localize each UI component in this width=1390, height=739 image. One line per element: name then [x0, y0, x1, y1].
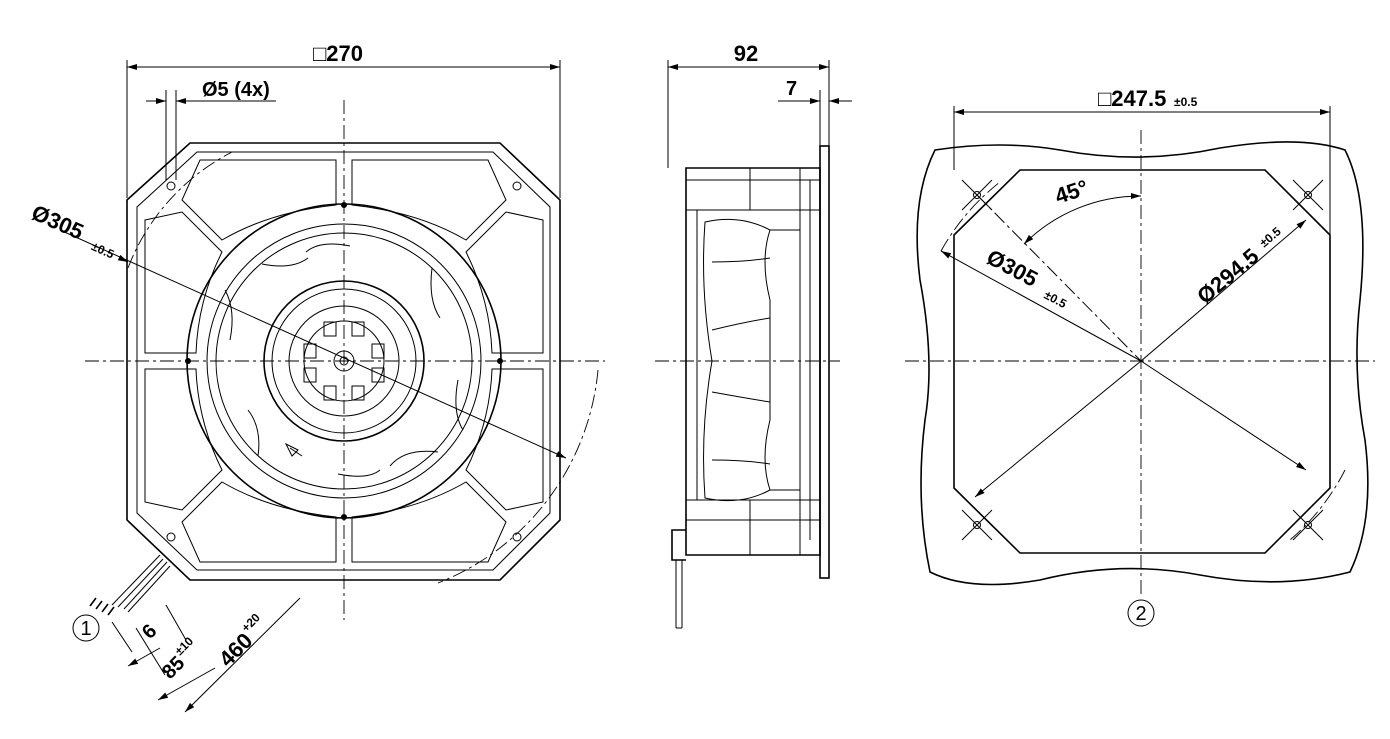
dim-line-6 [127, 647, 161, 667]
impeller-inner-ring [215, 232, 473, 490]
side-impeller [703, 218, 771, 502]
callout-2-circle [1127, 599, 1155, 627]
dim-cable-length: 460 [214, 628, 258, 672]
housing-outline [126, 142, 561, 581]
mount-hole-icon [1304, 191, 1312, 199]
dim-diameter-305-tol: ±0.5 [89, 239, 116, 261]
shaft-center [339, 356, 349, 366]
impeller-blades [224, 243, 464, 477]
dim-diameter-305: Ø305 [28, 200, 87, 245]
diameter-arc [127, 151, 233, 269]
dim-wire-length: 85 [158, 652, 189, 683]
callout-2: 2 [1135, 603, 1146, 625]
mount-hole-icon [166, 532, 176, 542]
motor-hub-inner [271, 288, 417, 434]
mount-hole-icon [973, 191, 981, 199]
rotor-inner [303, 320, 385, 402]
cutout-view: 45° □247.5 ±0.5 Ø305 ±0.5 Ø294.5 ±0.5 2 [905, 86, 1375, 627]
mount-hole-icon [973, 521, 981, 529]
dim-wire-strip: 6 [138, 620, 161, 643]
rotor-slots [303, 321, 385, 401]
dim-line-85 [157, 667, 216, 701]
housing-inner-outline [136, 151, 551, 571]
dim-hole: Ø5 (4x) [202, 79, 270, 101]
dim-square-247: □247.5 [1098, 86, 1166, 111]
dim-square-270: □270 [313, 41, 363, 66]
dim-angle-45: 45° [1052, 175, 1091, 209]
housing-windows [144, 159, 544, 563]
shaft [333, 350, 355, 372]
dim-line-460 [184, 597, 301, 713]
dim-depth-92: 92 [734, 41, 758, 66]
front-view: □270 Ø5 (4x) Ø305 ±0.5 [28, 41, 605, 713]
mount-hole-icon [1304, 521, 1312, 529]
cutout-opening [953, 169, 1331, 554]
dim-hole-circle: Ø294.5 [1192, 243, 1263, 309]
mount-hole-icon [166, 181, 176, 191]
angle-arc-45 [1023, 192, 1142, 245]
side-cable-gland [671, 529, 686, 561]
callout-1-circle [72, 614, 100, 642]
cable [89, 554, 171, 616]
rotation-arrow-icon [284, 442, 303, 457]
panel-wavy-boundary [916, 141, 1369, 586]
dim-square-247-tol: ±0.5 [1174, 95, 1198, 109]
cutout-dim-diameter-305-tol: ±0.5 [1042, 288, 1069, 311]
dim-hole-circle-tol: ±0.5 [1257, 224, 1284, 250]
diameter-arc [437, 369, 599, 584]
motor-hub-outer [263, 280, 425, 442]
diameter-leader [59, 229, 567, 459]
rotor [288, 305, 400, 417]
dim-flange-7: 7 [786, 78, 797, 100]
mount-hole-icon [512, 181, 522, 191]
mount-hole-icon [512, 532, 522, 542]
callout-1: 1 [80, 618, 91, 640]
impeller-ring [206, 223, 482, 499]
side-view: 92 7 [655, 41, 852, 629]
side-cable [675, 560, 683, 629]
side-housing [685, 167, 821, 556]
side-flange [819, 145, 830, 579]
